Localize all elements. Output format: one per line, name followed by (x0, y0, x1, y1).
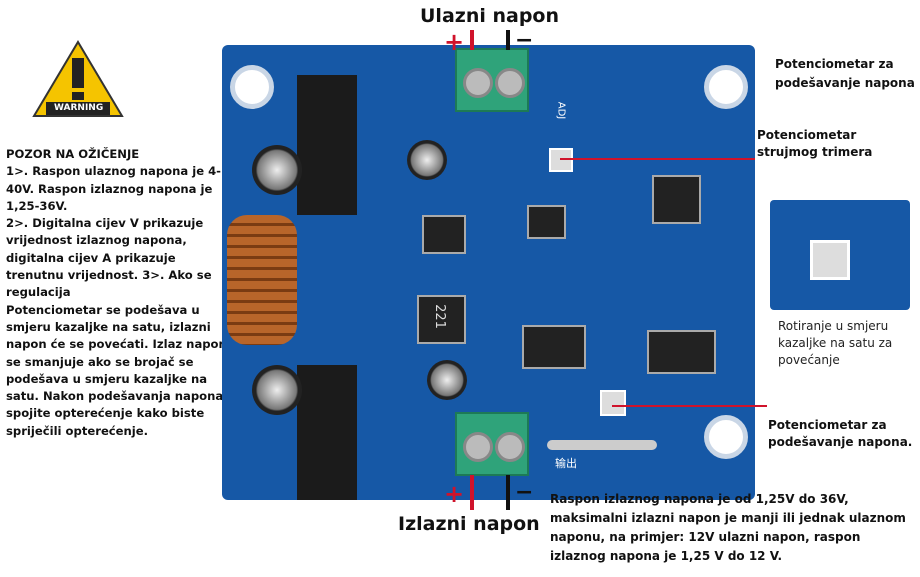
heatsink (297, 365, 357, 500)
screw-icon (463, 432, 493, 462)
jumper-wire (547, 440, 657, 450)
annotation-pot-current: Potenciometar strujmog trimera (757, 128, 873, 159)
mount-hole (230, 65, 274, 109)
ic-chip (522, 325, 586, 369)
potentiometer-icon (810, 240, 850, 280)
note-2: 2>. Digitalna cijev V prikazuje vrijedno… (6, 216, 212, 300)
rotation-caption: Rotiranje u smjeru kazaljke na satu za p… (778, 319, 893, 367)
output-terminal[interactable] (455, 412, 529, 476)
screw-icon (495, 432, 525, 462)
input-voltage-label: Ulazni napon (420, 5, 560, 27)
input-terminal[interactable] (455, 48, 529, 112)
inductor-smd: 221 (417, 295, 466, 344)
ic-chip (647, 330, 716, 374)
mount-hole (704, 65, 748, 109)
capacitor (407, 140, 447, 180)
heatsink (297, 75, 357, 215)
ic-chip (527, 205, 566, 239)
adj-silkscreen: ADJ (555, 101, 567, 120)
warning-icon: WARNING (32, 40, 124, 118)
notes-heading: POZOR NA OŽIČENJE (6, 147, 140, 161)
output-plus-sign: + (444, 480, 465, 508)
ic-chip (422, 215, 466, 254)
output-range-note: Raspon izlaznog napona je od 1,25V do 36… (550, 492, 906, 563)
warning-label: WARNING (54, 103, 104, 113)
ic-chip (652, 175, 701, 224)
pointer-line (612, 405, 767, 407)
screw-icon (495, 68, 525, 98)
pointer-line (560, 158, 755, 160)
capacitor (252, 365, 302, 415)
annotation-pot-voltage-bottom: Potenciometar za podešavanje napona. (768, 418, 913, 449)
inductor-coil (227, 215, 297, 345)
output-silkscreen: 输出 (555, 457, 577, 470)
note-3: Potenciometar se podešava u smjeru kazal… (6, 302, 228, 438)
voltage-potentiometer[interactable] (600, 390, 626, 416)
capacitor (252, 145, 302, 195)
output-negative-wire (506, 475, 510, 510)
output-minus-sign: − (515, 480, 534, 505)
input-positive-wire (470, 30, 474, 50)
capacitor (427, 360, 467, 400)
wiring-notes: POZOR NA OŽIČENJE 1>. Raspon ulaznog nap… (6, 146, 231, 440)
screw-icon (463, 68, 493, 98)
output-positive-wire (470, 475, 474, 510)
annotation-pot-voltage-top: Potenciometar za podešavanje napona (775, 57, 915, 90)
inductor-marking: 221 (431, 304, 447, 329)
note-1: 1>. Raspon ulaznog napona je 4-40V. Rasp… (6, 164, 221, 213)
input-plus-sign: + (444, 28, 465, 56)
output-voltage-label: Izlazni napon (398, 513, 540, 535)
potentiometer-closeup-photo (770, 200, 910, 310)
current-potentiometer[interactable] (549, 148, 573, 172)
input-minus-sign: − (515, 28, 534, 53)
mount-hole (704, 415, 748, 459)
input-negative-wire (506, 30, 510, 50)
